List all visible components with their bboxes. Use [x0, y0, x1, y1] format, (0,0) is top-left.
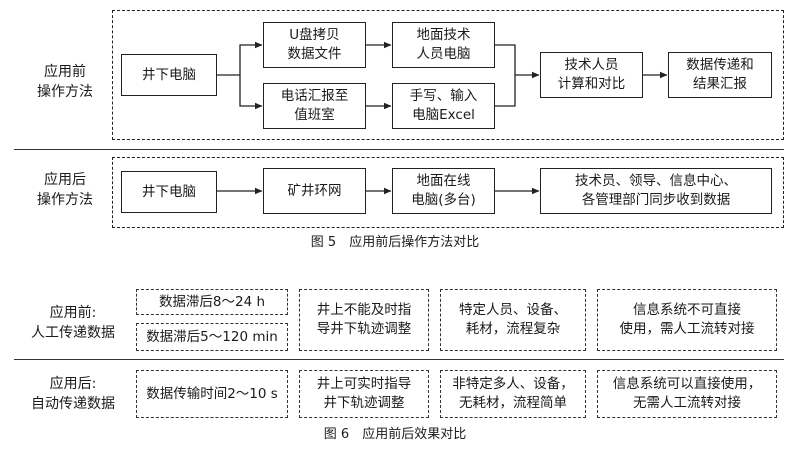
fig5-tech-calc: 技术人员 计算和对比 [540, 52, 643, 98]
fig5-arrow-merge-top [495, 44, 516, 75]
fig6-before-label: 应用前: 人工传递数据 [31, 305, 115, 341]
fig5-before-label: 应用前 操作方法 [37, 64, 93, 100]
fig6-lag-1: 数据滞后8～24 h [136, 289, 288, 315]
fig6-transfer-time: 数据传输时间2～10 s [136, 370, 288, 418]
fig5-caption: 图 5 应用前后操作方法对比 [310, 235, 480, 250]
fig5-usb-copy: U盘拷贝 数据文件 [263, 22, 366, 68]
fig5-ground-online-pc: 地面在线 电脑(多台) [392, 168, 495, 214]
fig5-handwrite-excel: 手写、输入 电脑Excel [392, 83, 495, 129]
fig5-arrow-to-phone [239, 75, 263, 110]
fig6-non-specific: 非特定多人、设备， 无耗材，流程简单 [440, 370, 586, 418]
fig5-phone-report: 电话汇报至 值班室 [263, 83, 366, 129]
fig6-info-system-yes: 信息系统可以直接使用， 无需人工流转对接 [597, 370, 777, 418]
fig6-realtime: 井上可实时指导 井下轨迹调整 [299, 370, 429, 418]
fig6-divider [14, 359, 784, 360]
fig6-specific-people: 特定人员、设备、 耗材，流程复杂 [440, 289, 586, 351]
fig5-arrow-merge-bottom [495, 75, 516, 107]
fig5-divider [14, 149, 784, 150]
fig5-ground-tech-pc: 地面技术 人员电脑 [392, 22, 495, 68]
fig6-lag-2: 数据滞后5～120 min [136, 323, 288, 351]
fig5-mine-ring-network: 矿井环网 [263, 168, 366, 214]
fig5-after-label: 应用后 操作方法 [37, 172, 93, 208]
fig5-arrow-to-usb [239, 41, 263, 75]
fig5-sync-receive: 技术员、领导、信息中心、 各管理部门同步收到数据 [540, 168, 772, 214]
fig5-after-underground-pc: 井下电脑 [121, 171, 217, 213]
fig5-after-group [112, 157, 784, 228]
fig6-after-label: 应用后: 自动传递数据 [31, 376, 115, 412]
fig6-info-system-no: 信息系统不可直接 使用，需人工流转对接 [597, 289, 777, 351]
fig5-data-transfer: 数据传递和 结果汇报 [668, 52, 772, 98]
fig5-before-underground-pc: 井下电脑 [121, 54, 217, 96]
fig6-caption: 图 6 应用前后效果对比 [323, 427, 467, 442]
fig5-before-group [112, 10, 784, 140]
fig6-no-timely: 井上不能及时指 导井下轨迹调整 [299, 289, 429, 351]
